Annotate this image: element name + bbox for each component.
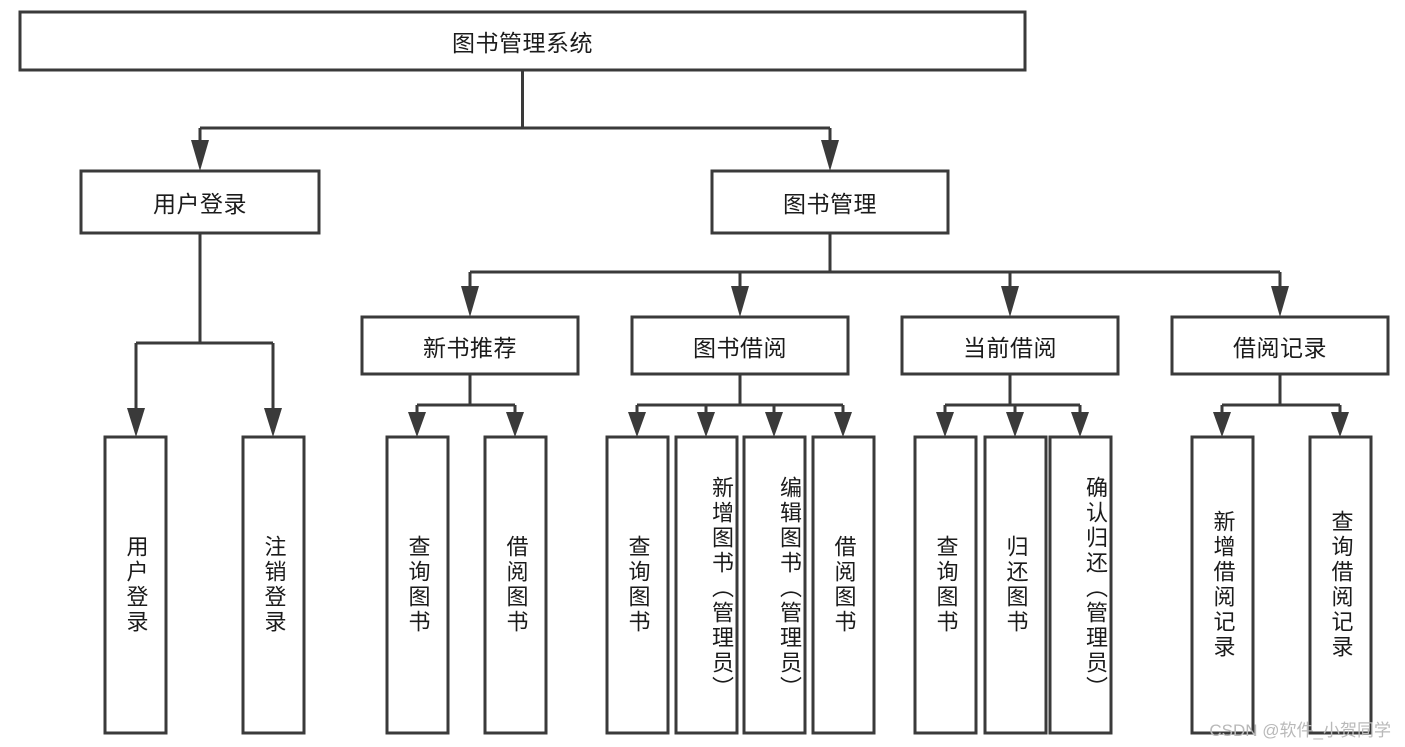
node-box-leaf-9[interactable] <box>983 435 1048 735</box>
connector-user-login-to-leaves <box>127 233 282 437</box>
arrow-head-icon <box>834 412 852 437</box>
connector-root-to-level2 <box>191 70 839 171</box>
connector-book-borrow-to-leaves <box>628 374 852 437</box>
arrow-head-icon <box>461 286 479 317</box>
arrow-head-icon <box>264 408 282 437</box>
node-box-leaf-2[interactable] <box>385 435 450 735</box>
arrow-head-icon <box>1213 412 1231 437</box>
node-box-leaf-11[interactable] <box>1190 435 1255 735</box>
arrow-head-icon <box>821 140 839 171</box>
connector-new-book-to-leaves <box>408 374 524 437</box>
node-box-leaf-10[interactable] <box>1048 435 1113 735</box>
arrow-head-icon <box>1006 412 1024 437</box>
node-box-level2-1[interactable] <box>710 169 950 235</box>
node-box-leaf-0[interactable] <box>103 435 168 735</box>
arrow-head-icon <box>506 412 524 437</box>
node-box-leaf-8[interactable] <box>913 435 978 735</box>
node-box-level3-3[interactable] <box>1170 315 1390 376</box>
node-box-level3-0[interactable] <box>360 315 580 376</box>
node-box-leaf-5[interactable] <box>674 435 739 735</box>
connector-borrow-record-to-leaves <box>1213 374 1349 437</box>
arrow-head-icon <box>127 408 145 437</box>
connector-level2-to-level3 <box>461 233 1289 317</box>
node-box-leaf-6[interactable] <box>742 435 807 735</box>
arrow-head-icon <box>936 412 954 437</box>
arrow-head-icon <box>408 412 426 437</box>
arrow-head-icon <box>628 412 646 437</box>
node-box-leaf-3[interactable] <box>483 435 548 735</box>
node-box-leaf-12[interactable] <box>1308 435 1373 735</box>
node-box-leaf-4[interactable] <box>605 435 670 735</box>
arrow-head-icon <box>191 140 209 171</box>
arrow-head-icon <box>731 286 749 317</box>
arrow-head-icon <box>765 412 783 437</box>
arrow-head-icon <box>1271 286 1289 317</box>
node-box-leaf-1[interactable] <box>241 435 306 735</box>
arrow-head-icon <box>697 412 715 437</box>
arrow-head-icon <box>1071 412 1089 437</box>
node-box-level2-0[interactable] <box>79 169 321 235</box>
node-box-level3-2[interactable] <box>900 315 1120 376</box>
connector-current-borrow-to-leaves <box>936 374 1089 437</box>
node-boxes <box>18 10 1390 735</box>
arrow-head-icon <box>1001 286 1019 317</box>
arrow-head-icon <box>1331 412 1349 437</box>
node-box-level3-1[interactable] <box>630 315 850 376</box>
node-box-leaf-7[interactable] <box>811 435 876 735</box>
node-box-root[interactable] <box>18 10 1027 72</box>
